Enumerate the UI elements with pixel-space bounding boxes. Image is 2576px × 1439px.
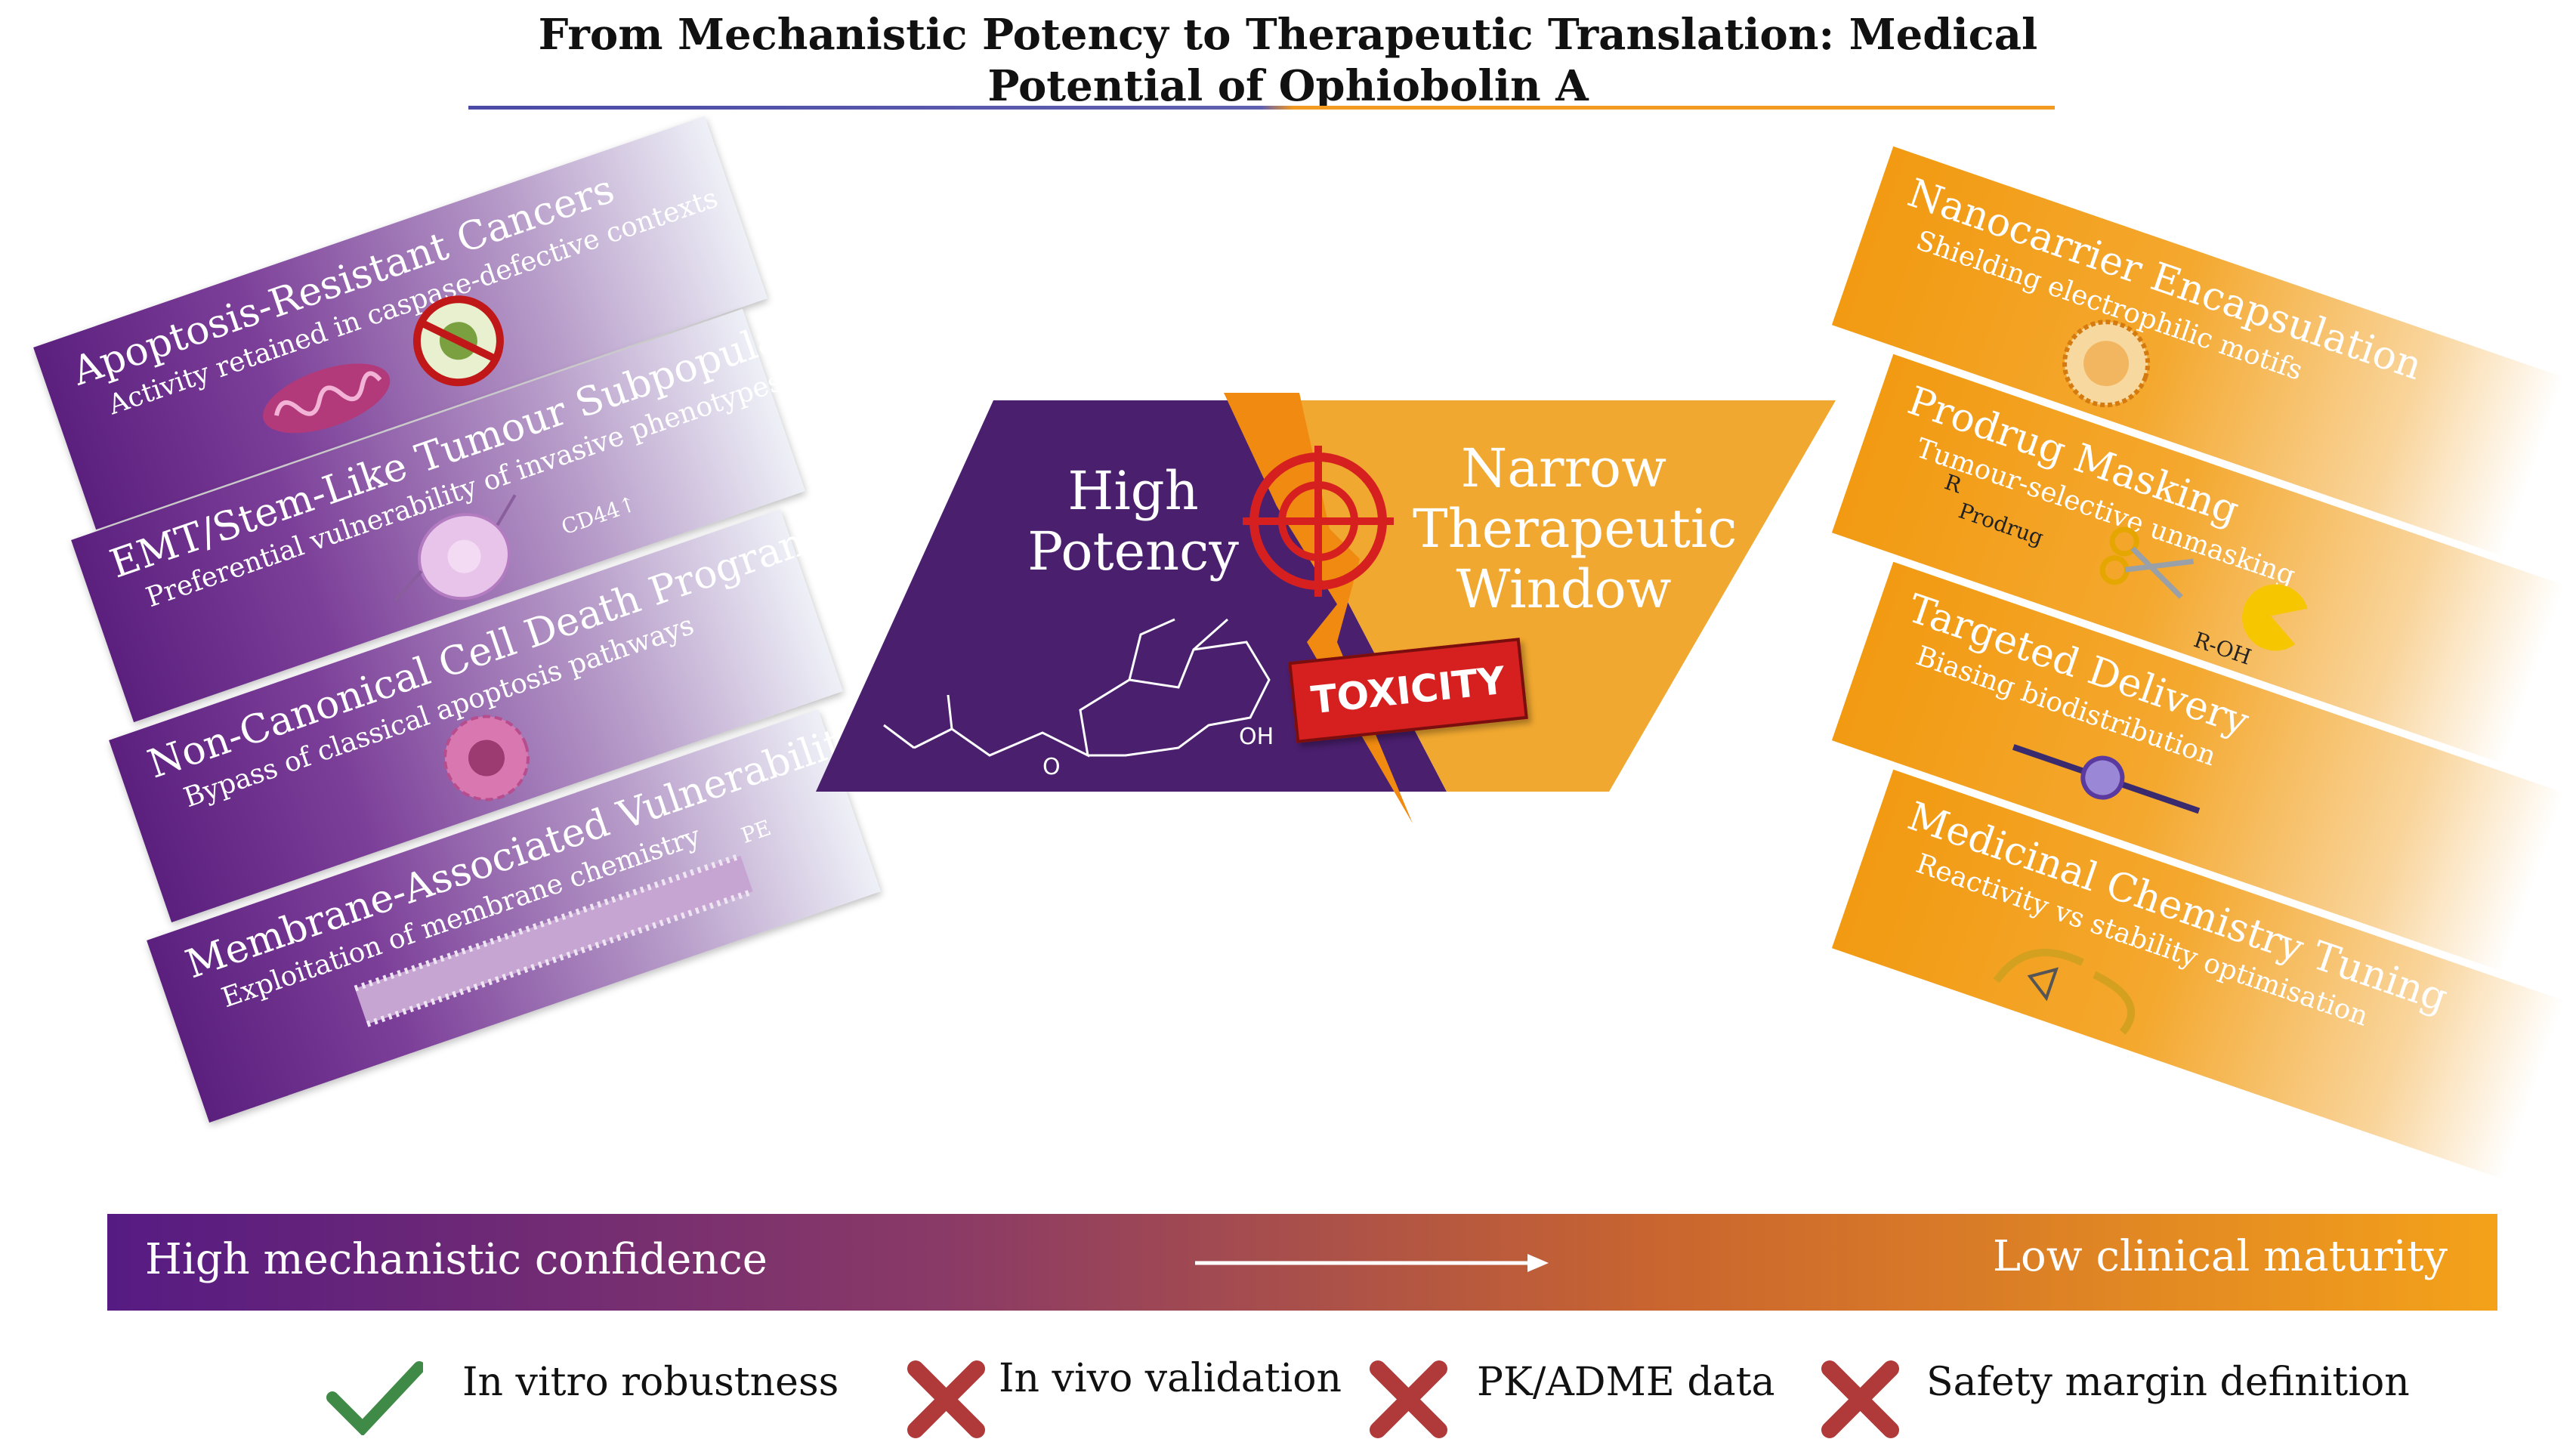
target-icon xyxy=(1243,446,1394,597)
cross-icon xyxy=(1370,1360,1447,1438)
cross-icon xyxy=(907,1360,985,1438)
narrow-window-label: Narrow Therapeutic Window xyxy=(1413,437,1737,620)
left-panel-membrane: Membrane-Associated Vulnerabilities Expl… xyxy=(147,702,900,1123)
scissors-icon xyxy=(2099,527,2195,599)
scale-arrow-icon xyxy=(1195,1254,1549,1272)
medchem-icon xyxy=(1993,949,2135,1035)
potency-label: Potency xyxy=(1027,520,1239,582)
pacman-icon xyxy=(2242,584,2308,651)
check-icon xyxy=(326,1361,423,1435)
high-potency-label: High Potency xyxy=(982,461,1284,582)
cross-icon xyxy=(1821,1360,1899,1438)
high-label: High xyxy=(1067,460,1199,522)
molecule-oh-label: OH xyxy=(1239,724,1274,750)
nanocarrier-icon xyxy=(2062,320,2151,408)
narrow-label: Narrow xyxy=(1461,437,1666,499)
left-panel-noncanonical: Non-Canonical Cell Death Programs Bypass… xyxy=(109,508,843,923)
legend-pk-adme: PK/ADME data xyxy=(1477,1360,1775,1405)
legend-safety-margin: Safety margin definition xyxy=(1926,1360,2410,1405)
legend-in-vivo: In vivo validation xyxy=(999,1356,1342,1401)
page-title: From Mechanistic Potency to Therapeutic … xyxy=(538,10,2038,111)
cell-death-icon xyxy=(443,715,530,801)
pe-label: PE xyxy=(737,814,774,848)
right-panel-targeted: Targeted Delivery Biasing biodistributio… xyxy=(1831,561,2565,972)
window-label: Window xyxy=(1456,558,1672,620)
no-caspase-icon xyxy=(412,295,504,387)
right-panel-medchem: Medicinal Chemistry Tuning Reactivity vs… xyxy=(1831,769,2565,1180)
right-panel-prodrug: Prodrug Masking Tumour-selective unmaski… xyxy=(1831,354,2565,764)
scale-right-label: Low clinical maturity xyxy=(1992,1232,2448,1281)
right-panel-title: Nanocarrier Encapsulation xyxy=(1902,170,2428,390)
membrane-icon xyxy=(354,853,755,1027)
prodrug-label: Prodrug xyxy=(1955,498,2047,551)
stem-cell-icon xyxy=(394,494,517,601)
therapeutic-label: Therapeutic xyxy=(1413,498,1737,560)
molecule-o-label: O xyxy=(1042,754,1061,780)
legend-in-vitro: In vitro robustness xyxy=(462,1360,839,1405)
maturity-scale-bar: High mechanistic confidence Low clinical… xyxy=(107,1214,2497,1311)
left-panel-emt: EMT/Stem-Like Tumour Subpopulations Pref… xyxy=(71,283,878,723)
targeted-delivery-icon xyxy=(2012,744,2201,814)
therapeutic-window-shape xyxy=(1243,400,1836,792)
r-label: R xyxy=(1941,469,1965,499)
cd44-label: CD44↑ xyxy=(558,490,641,540)
molecule-structure xyxy=(883,618,1271,758)
right-panel-nanocarrier: Nanocarrier Encapsulation Shielding elec… xyxy=(1831,146,2565,557)
left-panel-apoptosis: Apoptosis-Resistant Cancers Activity ret… xyxy=(33,116,768,530)
mitochondrion-icon xyxy=(263,363,391,434)
scale-left-label: High mechanistic confidence xyxy=(145,1235,768,1284)
title-underline xyxy=(468,106,2055,110)
